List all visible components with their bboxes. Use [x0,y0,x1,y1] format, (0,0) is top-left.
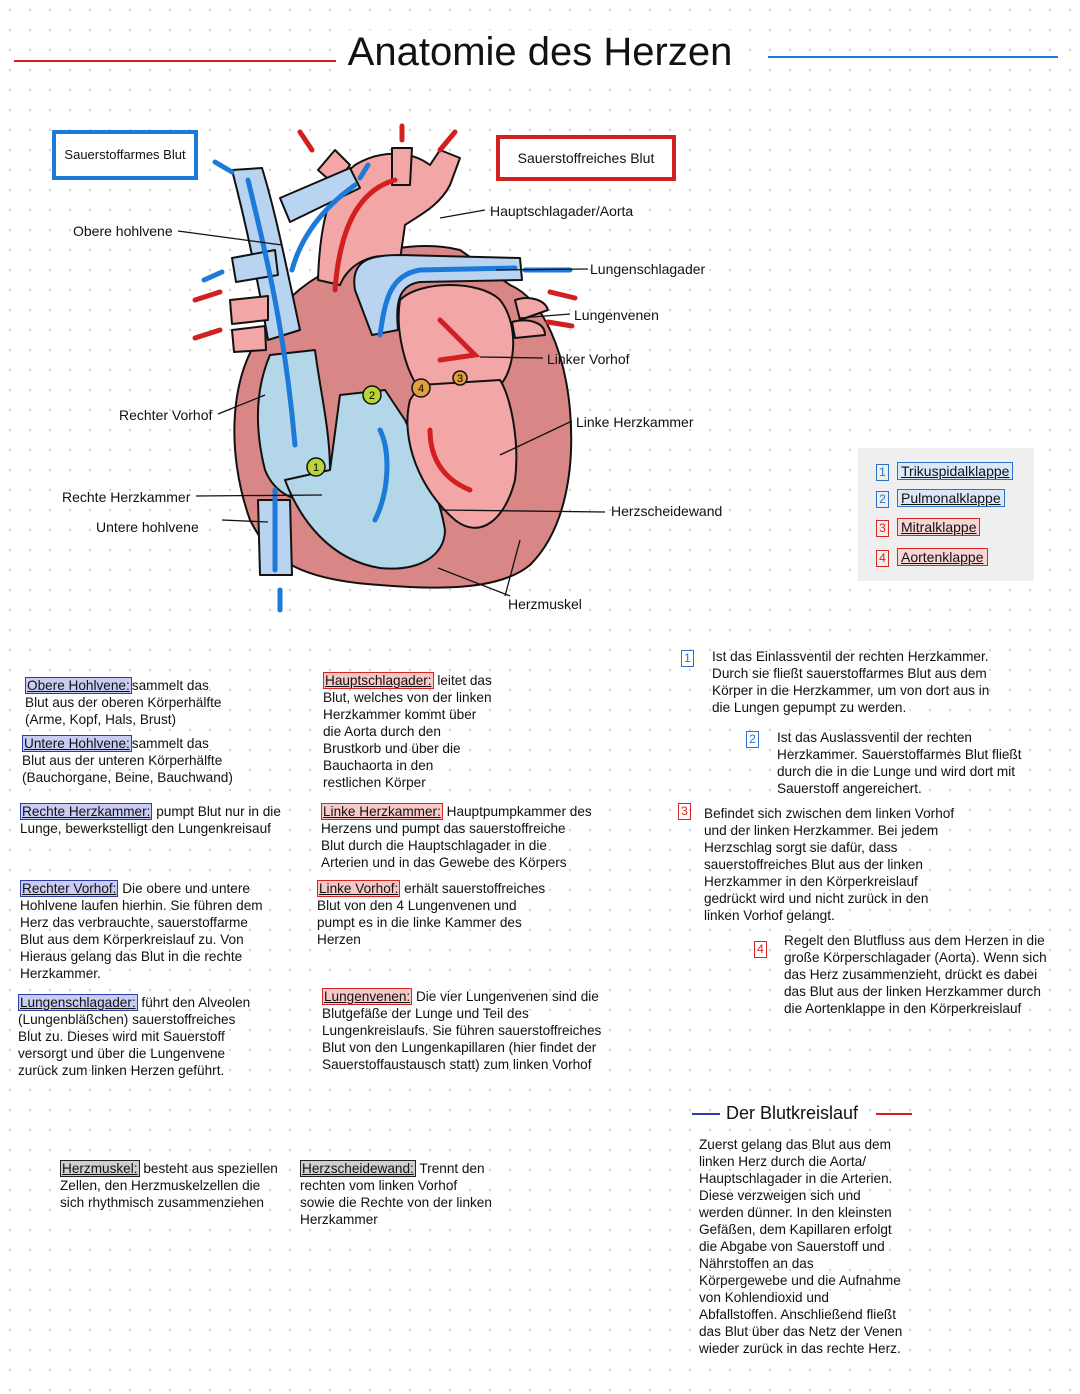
kreislauf-line: die Abgabe von Sauerstoff und [699,1239,885,1254]
oxygen-rich-box: Sauerstoffreiches Blut [496,135,676,181]
label-aorta: Hauptschlagader/Aorta [490,203,634,219]
title-line-left [14,60,352,62]
page-title: Anatomie des Herzen [0,30,1080,75]
note-herzscheidewand: Herzscheidewand: Trennt den rechten vom … [300,1160,492,1227]
label-rechter-vorhof: Rechter Vorhof [119,407,213,423]
vena-branch [279,167,361,223]
pulmonary-artery-shape [353,254,523,336]
note-herzmuskel: Herzmuskel: besteht aus speziellen Zelle… [60,1160,278,1210]
valve-1-marker [306,457,326,477]
note-rechter-vorhof: Rechter Vorhof: Die obere und untere Hoh… [20,880,263,981]
kreislauf-line-right [876,1113,912,1115]
kreislauf-line: Gefäßen, dem Kapillaren erfolgt [699,1222,892,1237]
valve-desc-4: Regelt den Blutfluss aus dem Herzen in d… [784,933,1047,1016]
left-ventricle-shape [406,379,518,529]
note-lungenschlagader: Lungenschlagader: führt den Alveolen (Lu… [18,994,251,1078]
note-linker-vorhof: Linke Vorhof: erhält sauerstoffreiches B… [317,880,546,947]
label-lungenvenen: Lungenvenen [574,307,659,323]
note-rechte-herzkammer: Rechte Herzkammer: pumpt Blut nur in die… [20,803,281,836]
note-untere-hohlvene: Untere Hohlvene:sammelt das Blut aus der… [22,735,233,785]
note-obere-hohlvene: Obere Hohlvene:sammelt das Blut aus der … [25,677,222,727]
valve-desc-3-number: 3 [678,803,691,820]
valve-desc-1-number: 1 [681,650,694,667]
kreislauf-heading: Der Blutkreislauf [726,1103,859,1123]
note-hauptschlagader: Hauptschlagader: leitet das Blut, welche… [323,672,492,790]
svg-text:2: 2 [369,390,375,402]
label-linker-vorhof: Linker Vorhof [547,351,630,367]
kreislauf-line: linken Herz durch die Aorta/ [699,1154,866,1169]
note-linke-herzkammer: Linke Herzkammer: Hauptpumpkammer des He… [321,803,592,870]
label-herzmuskel: Herzmuskel [508,596,582,612]
label-herzscheidewand: Herzscheidewand [611,503,723,519]
label-obere-hohlvene: Obere hohlvene [73,223,173,239]
kreislauf-line: das Blut über das Netz der Venen [699,1324,903,1339]
pulmonary-vein-right-2 [511,319,546,339]
valve-desc-4-number: 4 [754,941,767,958]
svg-text:3: 3 [457,373,463,385]
heart-diagram: 1 2 4 3 [177,123,606,613]
kreislauf-line: von Kohlendioxid und [699,1290,829,1305]
kreislauf-line: werden dünner. In den kleinsten [699,1205,892,1220]
valve-2-marker [362,385,382,405]
valve-desc-2-number: 2 [746,731,759,748]
title-line-right [768,56,1058,58]
valve-3-marker [452,370,468,386]
valve-desc-1: Ist das Einlassventil der rechten Herzka… [712,649,990,715]
pulmonary-vein-right [514,297,549,321]
kreislauf-line: Diese verzweigen sich und [699,1188,861,1203]
oxygen-poor-box: Sauerstoffarmes Blut [52,130,198,180]
aorta-branch-2 [391,147,413,186]
kreislauf-line: wieder zurück in das rechte Herz. [699,1341,901,1356]
kreislauf-text: Zuerst gelang das Blut aus dem linken Her… [699,1136,902,1357]
valve-desc-3: Befindet sich zwischen dem linken Vorhof… [704,806,955,923]
label-untere-hohlvene: Untere hohlvene [96,519,199,535]
kreislauf-line-left [692,1113,720,1115]
kreislauf-line: Zuerst gelang das Blut aus dem [699,1137,891,1152]
svg-text:4: 4 [418,383,424,395]
label-lungenschlagader: Lungenschlagader [590,261,706,277]
pulmonary-vein-left-2 [231,325,267,353]
label-linke-herzkammer: Linke Herzkammer [576,414,694,430]
kreislauf-line: Abfallstoffen. Anschließend fließt [699,1307,896,1322]
note-lungenvenen: Lungenvenen: Die vier Lungenvenen sind d… [322,988,602,1072]
kreislauf-line: Körpergewebe und die Aufnahme [699,1273,901,1288]
label-rechte-herzkammer: Rechte Herzkammer [62,489,191,505]
kreislauf-line: Nährstoffen an das [699,1256,814,1271]
pulmonary-vein-left [229,295,269,325]
valve-4-marker [411,378,431,398]
kreislauf-line: Hauptschlagader in die Arterien. [699,1171,893,1186]
svg-text:1: 1 [313,462,319,474]
